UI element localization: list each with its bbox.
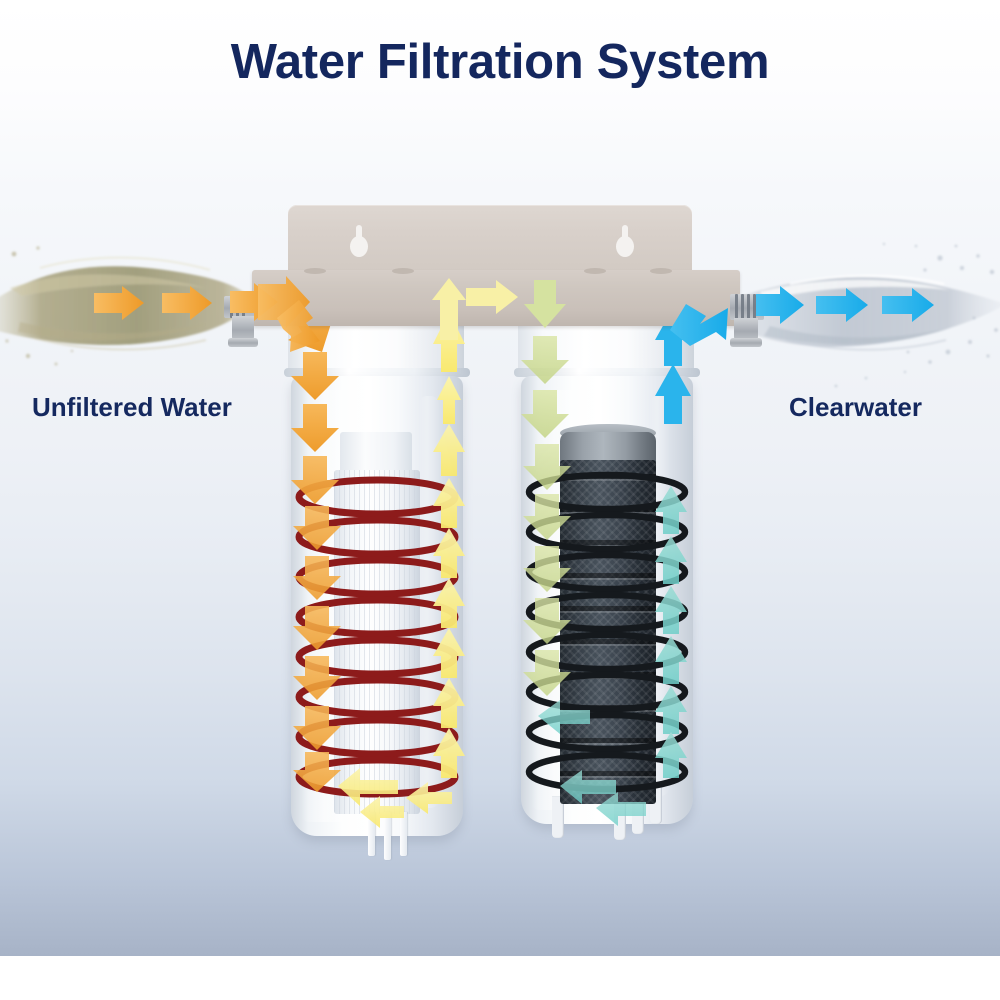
screw-hole-1 (304, 268, 326, 274)
background-bottom-strip (0, 956, 1000, 1000)
screw-hole-4 (650, 268, 672, 274)
screw-hole-2 (392, 268, 414, 274)
screw-hole-3 (584, 268, 606, 274)
sediment-cartridge (334, 470, 420, 814)
wall-mounting-plate (288, 205, 692, 273)
sediment-prong-3 (400, 812, 407, 856)
housing-2-rim (514, 368, 700, 377)
sediment-prong-2 (384, 812, 391, 860)
housing-2-rib-4 (552, 796, 564, 838)
label-unfiltered-water: Unfiltered Water (32, 392, 232, 422)
background-gradient (0, 0, 1000, 956)
keyhole-slot-left (350, 225, 368, 259)
filter-manifold-head (252, 268, 740, 326)
keyhole-slot-right (616, 225, 634, 259)
housing-1-sheen-2 (419, 396, 439, 808)
carbon-cartridge (560, 460, 656, 804)
housing-1-rim (284, 368, 470, 377)
page-title: Water Filtration System (230, 35, 770, 89)
sediment-prong-1 (368, 812, 375, 856)
label-clearwater: Clearwater (789, 392, 922, 422)
